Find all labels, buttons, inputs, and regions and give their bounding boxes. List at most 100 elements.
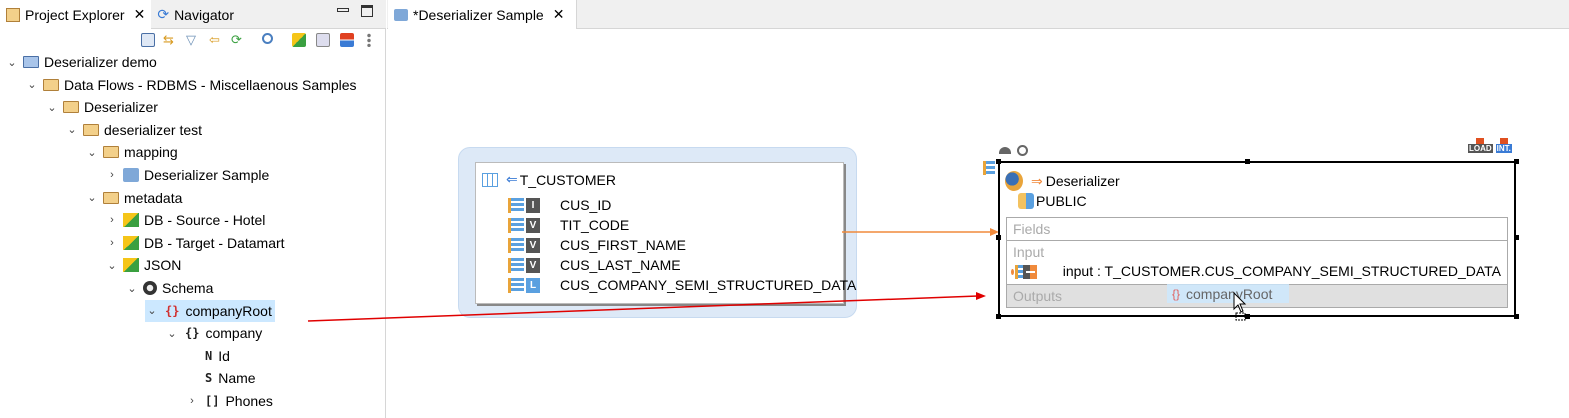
preview-icon[interactable]	[999, 147, 1011, 154]
input-expression: input : T_CUSTOMER.CUS_COMPANY_SEMI_STRU…	[1062, 263, 1501, 279]
chevron-down-icon[interactable]: ⌄	[147, 305, 157, 318]
deserializer-icon	[1005, 171, 1023, 191]
int-badge-wrap: INT.	[1495, 138, 1512, 153]
fields-section[interactable]: Fields	[1007, 218, 1507, 241]
tree-item[interactable]: ⌄ Deserializer demo	[5, 51, 157, 73]
column-name: CUS_LAST_NAME	[560, 257, 681, 273]
chevron-down-icon[interactable]: ⌄	[107, 259, 117, 272]
chevron-down-icon[interactable]: ⌄	[67, 124, 77, 137]
chevron-down-icon[interactable]: ⌄	[47, 101, 57, 114]
schema-name: PUBLIC	[1036, 193, 1087, 209]
column-icon	[508, 277, 524, 293]
mapping-icon	[123, 168, 139, 182]
target-sections: Fields Input input : T_CUSTOMER.CUS_COMP…	[1006, 217, 1508, 308]
target-header: ⇒ Deserializer	[1005, 171, 1120, 191]
column-name: TIT_CODE	[560, 217, 630, 233]
tree-item[interactable]: ⌄{}companyRoot	[145, 299, 275, 322]
tree-item[interactable]: ›DB - Source - Hotel	[105, 209, 265, 231]
tree-item[interactable]: ›[]Phones	[185, 390, 273, 412]
schema-icon	[143, 281, 157, 295]
chevron-down-icon[interactable]: ⌄	[7, 56, 17, 69]
chevron-right-icon[interactable]: ›	[110, 236, 114, 249]
mapping-icon[interactable]	[316, 33, 330, 47]
editor-area: *Deserializer Sample ✕	[387, 0, 1569, 418]
metadata-icon	[123, 258, 139, 273]
link-editor-icon[interactable]: ⇆	[163, 32, 174, 47]
tree-item-label: mapping	[124, 144, 178, 161]
number-icon: N	[205, 348, 213, 363]
collapse-all-icon[interactable]	[141, 33, 155, 47]
tree-item-label: Deserializer demo	[44, 54, 157, 70]
tab-deserializer-sample[interactable]: *Deserializer Sample ✕	[388, 0, 577, 29]
tree-item[interactable]: ⌄{}company	[165, 322, 262, 344]
chevron-down-icon[interactable]: ⌄	[87, 192, 97, 205]
editor-tab-bar	[387, 0, 1569, 29]
target-column-icon	[983, 161, 995, 175]
input-row[interactable]: input : T_CUSTOMER.CUS_COMPANY_SEMI_STRU…	[1011, 262, 1501, 281]
refresh-icon[interactable]: ⟳	[231, 32, 242, 47]
maximize-icon[interactable]	[361, 5, 373, 17]
tab-navigator[interactable]: ⟳ Navigator	[151, 0, 240, 29]
target-schema: PUBLIC	[1018, 193, 1087, 209]
chevron-down-icon[interactable]: ⌄	[167, 327, 177, 340]
tree-item[interactable]: ⌄ mapping	[85, 141, 178, 163]
chevron-right-icon[interactable]: ›	[110, 214, 114, 227]
input-section[interactable]: Input input : T_CUSTOMER.CUS_COMPANY_SEM…	[1007, 241, 1507, 285]
database-icon	[1018, 193, 1034, 209]
int-node-icon	[1499, 138, 1508, 144]
folder-icon	[103, 191, 119, 204]
search-icon[interactable]	[262, 33, 273, 44]
tree-item[interactable]: ⌄JSON	[105, 254, 181, 276]
column-icon	[508, 217, 524, 233]
folder-icon	[23, 56, 39, 68]
model-icon[interactable]	[292, 33, 306, 47]
project-explorer-icon	[6, 7, 20, 22]
int-badge: INT.	[1495, 144, 1512, 153]
expression-icon	[1022, 264, 1035, 279]
key-icon: I	[526, 197, 540, 213]
chevron-down-icon[interactable]: ⌄	[127, 282, 137, 295]
tree-item-label: companyRoot	[185, 302, 272, 319]
column-name: CUS_ID	[560, 197, 612, 213]
chevron-right-icon[interactable]: ›	[110, 169, 114, 181]
panel-tab-bar: Project Explorer ✕ ⟳ Navigator	[0, 0, 386, 29]
tree-item[interactable]: ⌄Deserializer	[45, 96, 158, 118]
back-icon[interactable]: ⇦	[209, 32, 220, 47]
close-icon[interactable]: ✕	[552, 6, 565, 22]
object-icon: {}	[185, 326, 200, 341]
more-icon[interactable]	[367, 33, 371, 47]
source-name: T_CUSTOMER	[519, 171, 616, 188]
folder-icon	[83, 123, 99, 136]
load-badge-wrap: LOAD	[1468, 138, 1493, 153]
close-icon[interactable]: ✕	[133, 6, 146, 22]
tree-item[interactable]: ⌄Schema	[125, 277, 213, 299]
chevron-down-icon[interactable]: ⌄	[27, 79, 37, 92]
tree-item[interactable]: ⌄deserializer test	[65, 119, 202, 141]
source-column[interactable]: I CUS_ID	[508, 195, 611, 215]
chevron-down-icon[interactable]: ⌄	[87, 146, 97, 159]
hierarchy-icon[interactable]	[340, 33, 354, 47]
navigator-icon: ⟳	[157, 6, 170, 22]
tree-item[interactable]: ⌄ Data Flows - RDBMS - Miscellaenous Samp…	[25, 74, 357, 96]
tab-project-explorer[interactable]: Project Explorer ✕	[0, 0, 152, 29]
source-header: ⇐ T_CUSTOMER	[482, 171, 616, 188]
filter-icon[interactable]: ▽	[186, 32, 196, 47]
tree-item-label: Name	[218, 370, 256, 387]
tree-item-label: Data Flows - RDBMS - Miscellaenous Sampl…	[64, 76, 357, 93]
minimize-icon[interactable]	[337, 8, 349, 12]
column-name: CUS_FIRST_NAME	[560, 237, 687, 253]
column-icon	[508, 257, 524, 273]
tree-item[interactable]: ›DB - Target - Datamart	[105, 232, 284, 254]
tree-item[interactable]: ›Deserializer Sample	[105, 164, 269, 186]
tree-item[interactable]: ⌄metadata	[85, 187, 182, 209]
chevron-right-icon[interactable]: ›	[190, 395, 194, 407]
target-name: Deserializer	[1045, 173, 1120, 189]
zoom-icon[interactable]	[1017, 145, 1028, 156]
